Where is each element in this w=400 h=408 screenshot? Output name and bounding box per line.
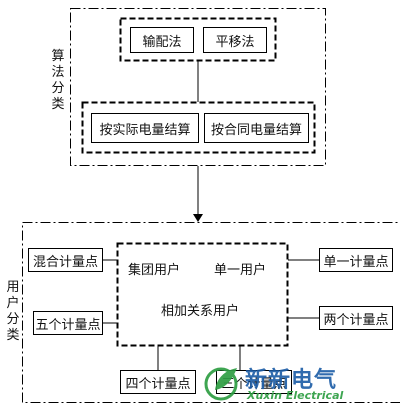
user-classification-label: 用户分类 [6, 280, 20, 343]
mixed-metering-box: 混合计量点 [28, 248, 103, 272]
single-user-label: 单一用户 [214, 263, 267, 278]
algorithm-classification-label: 算法分类 [51, 49, 65, 112]
settle-contract-box: 按合同电量结算 [204, 113, 309, 143]
group-user-label: 集团用户 [128, 263, 181, 278]
two-metering-box: 两个计量点 [319, 306, 393, 330]
five-metering-box: 五个计量点 [33, 311, 103, 335]
settle-actual-box: 按实际电量结算 [91, 113, 199, 143]
watermark-logo: 新新电气 Xuxin Electrical [203, 360, 395, 406]
algorithm-frame [70, 8, 326, 166]
arrow-head [193, 214, 203, 222]
single-metering-box: 单一计量点 [319, 248, 393, 272]
watermark-latin: Xuxin Electrical [247, 389, 344, 402]
method-distribution-box: 输配法 [130, 27, 194, 53]
leaf-icon [204, 367, 238, 401]
user-frame [22, 222, 400, 403]
top-group-frame [119, 17, 277, 62]
user-types-frame [116, 242, 289, 347]
bottom-group-frame [81, 101, 316, 154]
additive-user-label: 相加关系用户 [161, 304, 240, 319]
four-metering-box: 四个计量点 [120, 370, 196, 394]
watermark-brand: 新新电气 [245, 368, 338, 393]
method-shift-box: 平移法 [203, 27, 267, 53]
